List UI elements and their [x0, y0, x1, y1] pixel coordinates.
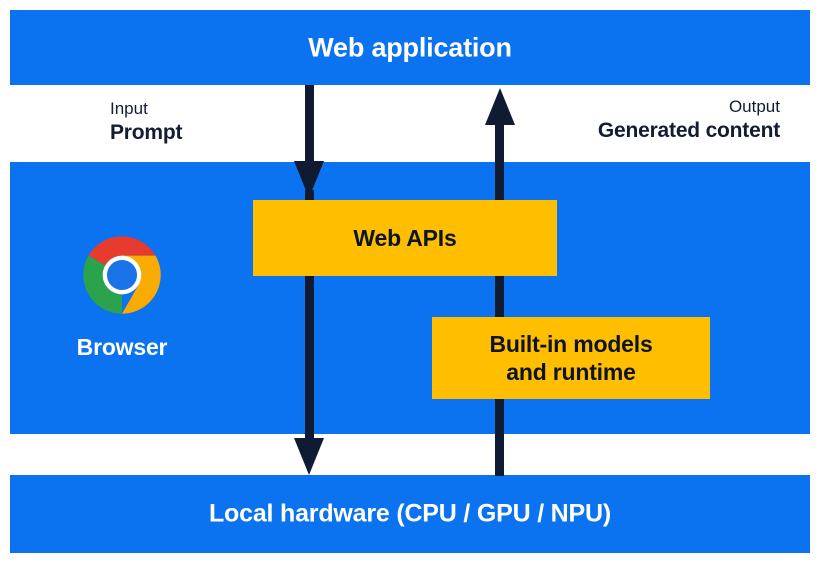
browser-label: Browser [76, 334, 168, 360]
input-kind-label: Input [110, 99, 148, 118]
browser-block: Browser [56, 232, 188, 361]
input-caption: Input Prompt [110, 98, 183, 147]
chrome-logo-icon [83, 236, 161, 314]
web-application-label: Web application [308, 32, 512, 62]
web-application-band: Web application [10, 10, 810, 85]
output-value-label: Generated content [597, 118, 780, 142]
output-caption: Output Generated content [598, 96, 780, 145]
input-arrow-head-lower [294, 438, 324, 475]
input-arrow-shaft-middle [305, 190, 314, 440]
input-arrow-shaft-top [305, 85, 314, 165]
builtin-models-box: Built-in models and runtime [432, 317, 710, 399]
output-arrow-head [485, 88, 515, 125]
web-apis-label: Web APIs [353, 224, 457, 251]
web-apis-box: Web APIs [253, 200, 557, 276]
local-hardware-band: Local hardware (CPU / GPU / NPU) [10, 475, 810, 553]
local-hardware-label: Local hardware (CPU / GPU / NPU) [208, 499, 611, 528]
input-value-label: Prompt [110, 120, 183, 144]
builtin-models-line2: and runtime [506, 359, 636, 385]
output-arrow-shaft [495, 124, 504, 476]
builtin-models-label: Built-in models and runtime [489, 330, 652, 386]
output-kind-label: Output [728, 97, 780, 116]
builtin-models-line1: Built-in models [489, 330, 653, 357]
